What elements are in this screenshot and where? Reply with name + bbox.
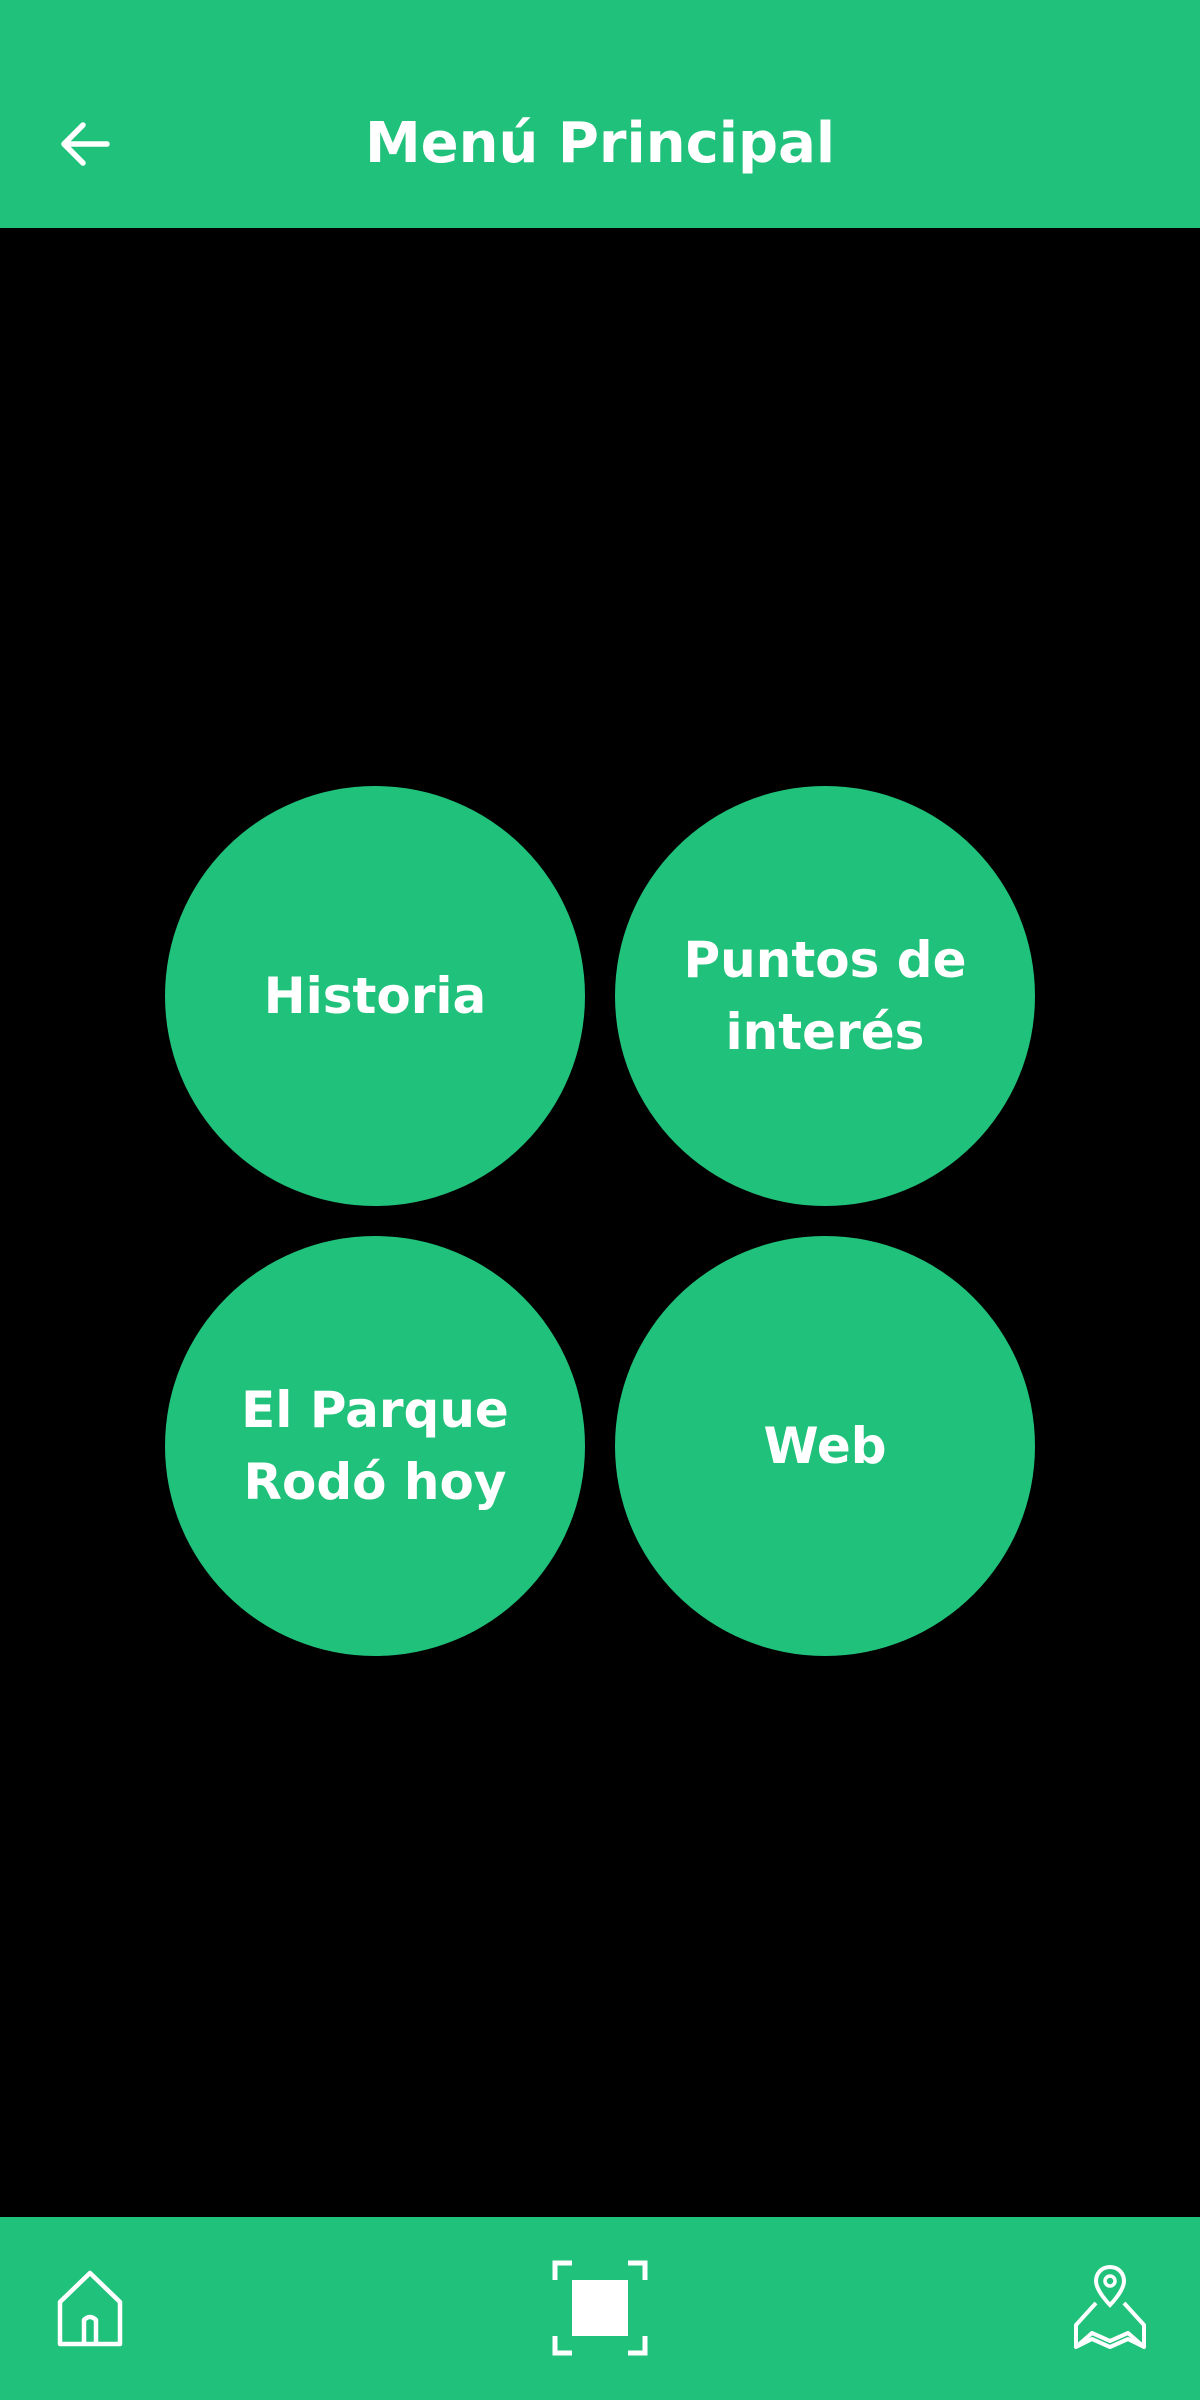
menu-item-label: Web: [763, 1417, 887, 1475]
arrow-left-icon: [61, 122, 110, 166]
menu-item-puntos-de-interes[interactable]: Puntos de interés: [615, 786, 1035, 1206]
page-title: Menú Principal: [364, 111, 836, 176]
nav-map-button[interactable]: [1055, 2253, 1165, 2363]
home-icon: [57, 2270, 123, 2347]
menu-item-web[interactable]: Web: [615, 1236, 1035, 1656]
map-pin-icon: [1074, 2264, 1146, 2349]
menu-item-historia[interactable]: Historia: [165, 786, 585, 1206]
menu-item-label: El Parque Rodó hoy: [241, 1381, 509, 1511]
menu-item-el-parque-rodo-hoy[interactable]: El Parque Rodó hoy: [165, 1236, 585, 1656]
app-header: Menú Principal: [0, 0, 1200, 228]
scan-frame-icon: [552, 2260, 648, 2356]
menu-item-label: Puntos de interés: [683, 931, 967, 1061]
nav-home-button[interactable]: [35, 2253, 145, 2363]
bottom-navigation: [0, 2217, 1200, 2400]
nav-scan-button[interactable]: [545, 2253, 655, 2363]
menu-item-label: Historia: [263, 967, 487, 1025]
main-menu-grid: Historia Puntos de interés El Parque Rod…: [165, 786, 1035, 1656]
back-button[interactable]: [40, 99, 130, 189]
